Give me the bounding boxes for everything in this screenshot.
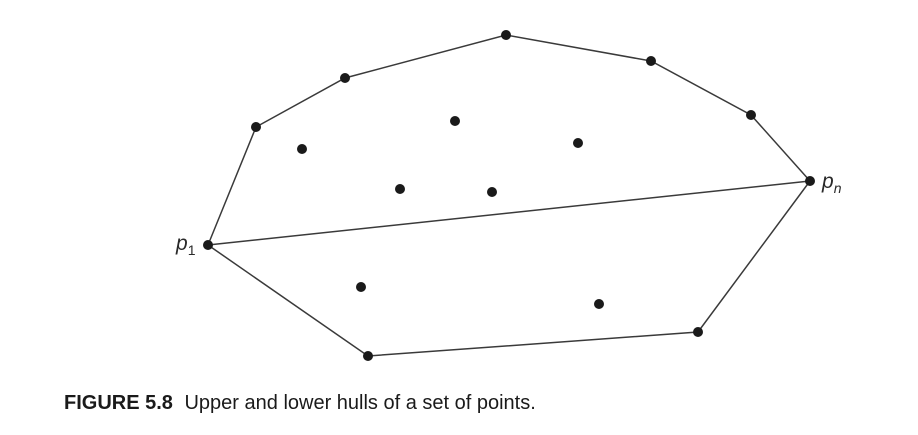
lower-hull-vertex	[693, 327, 703, 337]
lower-hull	[207, 180, 811, 357]
lower-hull-vertex	[363, 351, 373, 361]
point-pn	[805, 176, 815, 186]
label-p1-sub: 1	[188, 242, 196, 258]
interior-point	[573, 138, 583, 148]
p1-pn-line	[207, 180, 811, 246]
interior-point	[450, 116, 460, 126]
interior-point	[487, 187, 497, 197]
interior-point	[395, 184, 405, 194]
interior-point	[297, 144, 307, 154]
interior-point	[356, 282, 366, 292]
upper-hull-vertex	[340, 73, 350, 83]
label-pn: pn	[821, 170, 842, 196]
upper-hull-vertex	[646, 56, 656, 66]
upper-hull-vertex	[251, 122, 261, 132]
convex-hull-diagram: p1 pn	[175, 30, 842, 361]
upper-hull-vertex	[501, 30, 511, 40]
label-p1: p1	[175, 232, 196, 258]
figure-number: FIGURE 5.8	[64, 392, 173, 414]
label-pn-main: p	[821, 170, 834, 193]
interior-point	[594, 299, 604, 309]
label-p1-main: p	[175, 232, 188, 255]
label-pn-sub: n	[834, 180, 842, 196]
point-p1	[203, 240, 213, 250]
upper-hull-vertex	[746, 110, 756, 120]
figure-caption-text: Upper and lower hulls of a set of points…	[184, 392, 536, 414]
figure-caption: FIGURE 5.8 Upper and lower hulls of a se…	[64, 392, 536, 415]
